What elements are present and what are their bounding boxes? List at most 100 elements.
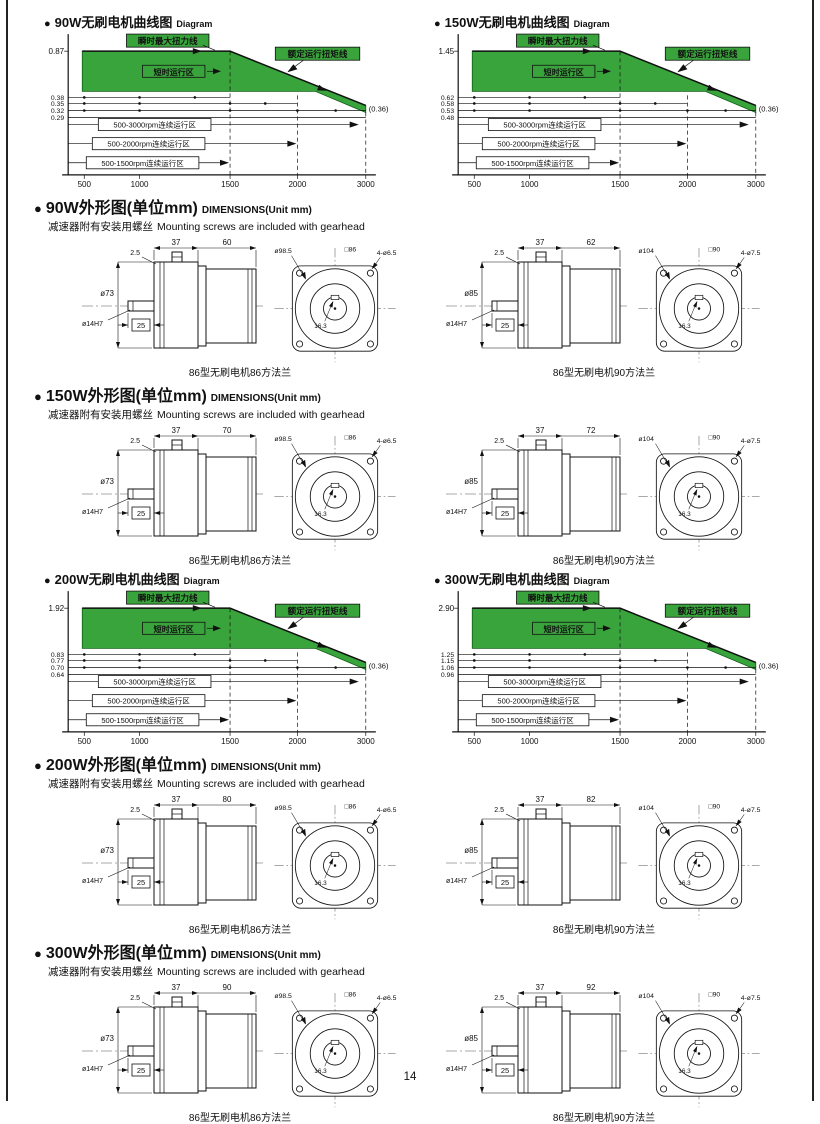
bolt-holes-dim: 4-ø7.5 [741, 995, 761, 1002]
flange-outline [291, 453, 379, 540]
motor-body-outline [127, 996, 257, 1094]
dimension-labels: 37 80 2.5 ø73 ø14H7 25 [82, 795, 232, 889]
step-dim: 2.5 [494, 995, 504, 1002]
shaft-diameter-dim: ø14H7 [446, 878, 467, 885]
dimension-drawing-pair: 37 72 2.5 ø85 ø14H7 25 [444, 424, 764, 567]
dimension-drawing-pair: 37 92 2.5 ø85 ø14H7 25 [444, 981, 764, 1124]
torque-speed-chart: 500-3000rpm连续运行区 500-2000rpm连续运行区 500-15… [439, 33, 779, 189]
square-size-dim: □90 [709, 991, 721, 998]
motor-body-outline [127, 808, 257, 906]
square-size-dim: □86 [345, 246, 357, 253]
square-size-dim: □90 [709, 803, 721, 810]
shaft-length-dim: 25 [501, 878, 509, 887]
short-time-zone-label: 短时运行区 [544, 67, 584, 77]
bolt-holes-dim: 4-ø6.5 [377, 250, 397, 257]
flange-outline [655, 265, 743, 352]
rated-tick-4: 0.64 [51, 672, 64, 679]
flange-outline [655, 1010, 743, 1097]
keyway-dim: 16.3 [314, 323, 327, 330]
dimensions-section: ● 300W外形图(单位mm) DIMENSIONS(Unit mm) 减速器附… [34, 939, 796, 1124]
body-diameter-dim: ø85 [464, 846, 478, 855]
flange-outline [291, 822, 379, 909]
rated-tick-3: 0.53 [441, 108, 454, 115]
shaft-length-dim: 25 [501, 509, 509, 518]
drawing-caption: 86型无刷电机90方法兰 [552, 925, 656, 936]
square-size-dim: □86 [345, 434, 357, 441]
motor-body-outline [127, 439, 257, 537]
note-en: Mounting screws are included with gearhe… [157, 221, 365, 233]
dimension-lines [471, 246, 621, 349]
rated-torque-line-label: 额定运行扭矩线 [288, 605, 348, 616]
dimensions-title-en: DIMENSIONS(Unit mm) [210, 393, 321, 404]
motor-side-view: 37 60 2.5 ø73 ø14H7 25 [82, 238, 263, 349]
rated-torque-lines [68, 653, 366, 675]
flange-dimension-annotations: ø98.5 □86 4-ø6.5 16.3 [274, 803, 396, 887]
curve-chart-section: ● 90W无刷电机曲线图 Diagram [34, 10, 406, 191]
motor-side-view: 37 72 2.5 ø85 ø14H7 25 [446, 426, 627, 537]
rated-torque-lines [68, 96, 366, 118]
axis-tick-labels: 1.92 0.83 0.77 0.70 0.64 (0.36) 500 1000… [49, 604, 389, 746]
curve-chart-title: ● 150W无刷电机曲线图 Diagram [434, 12, 796, 31]
square-size-dim: □86 [345, 991, 357, 998]
dimension-drawing-pair: 37 82 2.5 ø85 ø14H7 25 [444, 793, 764, 936]
shaft-diameter-dim: ø14H7 [446, 1066, 467, 1073]
dimension-labels: 37 72 2.5 ø85 ø14H7 25 [446, 426, 596, 520]
step-dim: 2.5 [130, 250, 140, 257]
motor-side-view: 37 82 2.5 ø85 ø14H7 25 [446, 795, 627, 906]
zone-label-2000rpm: 500-2000rpm连续运行区 [107, 139, 190, 149]
keyway-dim: 16.3 [678, 1068, 691, 1075]
rated-tick-2: 0.35 [51, 101, 64, 108]
rated-tick-2: 0.77 [51, 658, 64, 665]
shaft-length-dim: 25 [501, 1066, 509, 1075]
drawing-views: 37 80 2.5 ø73 ø14H7 25 [80, 793, 400, 921]
rated-tick-4: 0.29 [51, 115, 64, 122]
body-diameter-dim: ø85 [464, 1034, 478, 1043]
flange-dimension-annotations: ø98.5 □86 4-ø6.5 16.3 [274, 991, 396, 1075]
shaft-length-dim: 25 [501, 321, 509, 330]
motor-length-dim: 72 [587, 426, 596, 435]
bullet-icon: ● [44, 575, 51, 587]
curve-title-en: Diagram [183, 576, 220, 586]
bolt-holes-dim: 4-ø7.5 [741, 438, 761, 445]
square-size-dim: □90 [709, 246, 721, 253]
curve-title-cn: 90W无刷电机曲线图 [54, 15, 173, 30]
step-dim: 2.5 [494, 438, 504, 445]
dimension-lines [471, 434, 621, 537]
drawing-caption: 86型无刷电机86方法兰 [188, 1113, 292, 1124]
motor-side-view: 37 90 2.5 ø73 ø14H7 25 [82, 983, 263, 1094]
flange-dimension-annotations: ø98.5 □86 4-ø6.5 16.3 [274, 434, 396, 518]
bolt-circle-dim: ø104 [638, 248, 654, 255]
motor-length-dim: 62 [587, 238, 596, 247]
torque-line-annotations: 瞬时最大扭力线 额定运行扭矩线 短时运行区 [126, 33, 361, 78]
shaft-diameter-dim: ø14H7 [446, 321, 467, 328]
rated-tick-2: 1.15 [441, 658, 454, 665]
curve-chart-section: ● 150W无刷电机曲线图 Diagram [424, 10, 796, 191]
keyway-dim: 16.3 [314, 880, 327, 887]
flange-outline [291, 1010, 379, 1097]
gearhead-length-dim: 37 [172, 238, 181, 247]
bullet-icon: ● [434, 575, 441, 587]
gearhead-length-dim: 37 [172, 983, 181, 992]
bolt-holes-dim: 4-ø6.5 [377, 995, 397, 1002]
dimensions-title-cn: 200W外形图(单位mm) [45, 757, 207, 774]
flange-dimension-annotations: ø104 □90 4-ø7.5 16.3 [638, 803, 760, 887]
torque-line-annotations: 瞬时最大扭力线 额定运行扭矩线 短时运行区 [126, 590, 361, 635]
continuous-zone-annotations: 500-3000rpm连续运行区 500-2000rpm连续运行区 500-15… [458, 675, 749, 727]
motor-side-view: 37 80 2.5 ø73 ø14H7 25 [82, 795, 263, 906]
gearhead-length-dim: 37 [536, 426, 545, 435]
bolt-holes-dim: 4-ø7.5 [741, 250, 761, 257]
max-torque-line-label: 瞬时最大扭力线 [528, 592, 588, 603]
drawings-row: 37 90 2.5 ø73 ø14H7 25 [34, 981, 796, 1124]
motor-body-outline [491, 439, 621, 537]
body-diameter-dim: ø73 [100, 477, 114, 486]
chart-axes [62, 34, 376, 179]
end-torque-annotation: (0.36) [759, 662, 779, 671]
x-tick-500: 500 [78, 737, 92, 746]
peak-torque-tick: 1.92 [49, 604, 65, 613]
note-cn: 减速器附有安装用螺丝 [48, 966, 153, 978]
motor-length-dim: 70 [223, 426, 232, 435]
bullet-icon: ● [34, 758, 42, 773]
dimension-drawing-pair: 37 70 2.5 ø73 ø14H7 25 [80, 424, 400, 567]
bolt-circle-dim: ø98.5 [274, 993, 292, 1000]
